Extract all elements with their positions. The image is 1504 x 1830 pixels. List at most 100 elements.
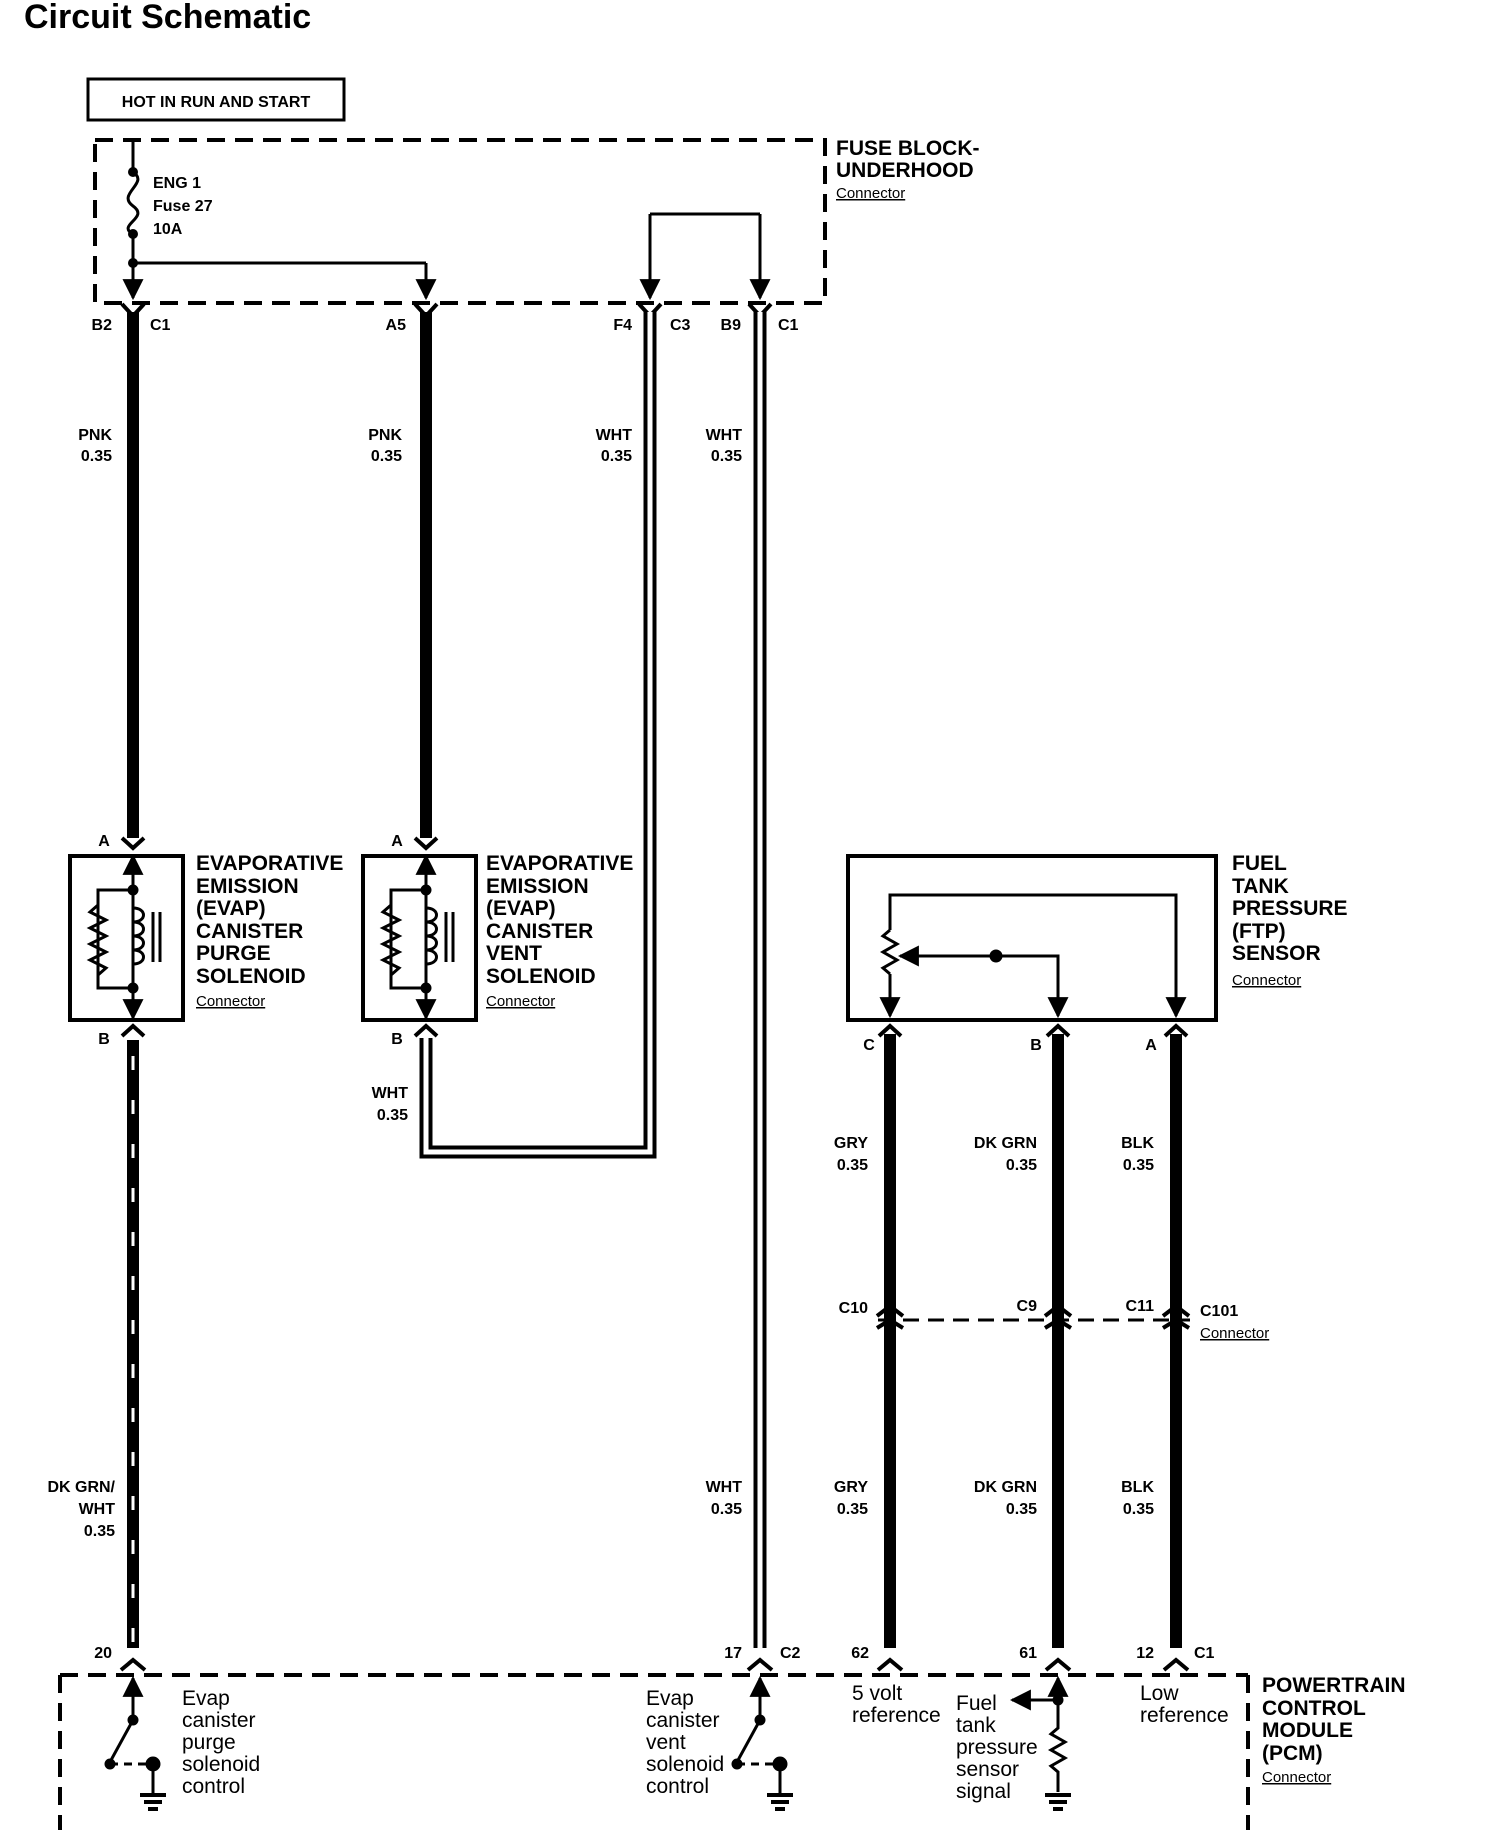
wire-wht-vent-return xyxy=(419,312,657,1159)
fuse-name: ENG 1 xyxy=(153,175,201,192)
pin-label: B2 xyxy=(92,317,113,334)
wire-gauge-label: 0.35 xyxy=(711,1501,742,1518)
vent-control-switch xyxy=(731,1675,793,1811)
c101-pin: C9 xyxy=(1017,1298,1038,1315)
ftp-signal-label: pressure xyxy=(956,1736,1038,1759)
vent-connector-bottom xyxy=(413,1023,439,1038)
pcm-pin: 62 xyxy=(851,1645,869,1662)
connector-label: C1 xyxy=(150,317,171,334)
vent-label-line: EVAPORATIVE xyxy=(486,852,633,875)
wire-gauge-label: 0.35 xyxy=(377,1107,408,1124)
ftp-signal-circuit xyxy=(1009,1675,1071,1811)
ftp-label-line: SENSOR xyxy=(1232,942,1321,965)
purge-solenoid-symbol xyxy=(86,853,162,1021)
pcm-connector-symbols xyxy=(119,1657,1190,1672)
purge-label-line: CANISTER xyxy=(196,920,303,943)
wire-color-label: DK GRN xyxy=(974,1479,1037,1496)
purge-ctrl-label: solenoid xyxy=(182,1753,260,1776)
ftp-signal-label: signal xyxy=(956,1780,1011,1803)
fuse-block-title-2: UNDERHOOD xyxy=(836,159,974,182)
ftp-label-line: PRESSURE xyxy=(1232,897,1348,920)
wire-gauge-label: 0.35 xyxy=(81,448,112,465)
fuse-block-title-1: FUSE BLOCK- xyxy=(836,137,980,160)
vent-ctrl-label: canister xyxy=(646,1709,720,1732)
pcm-label-line: CONTROL xyxy=(1262,1697,1366,1720)
vent-ctrl-label: Evap xyxy=(646,1687,694,1710)
c101-pin: C10 xyxy=(839,1300,868,1317)
ftp-label-line: FUEL xyxy=(1232,852,1287,875)
power-source-box xyxy=(86,77,346,122)
ftp-connector-symbols xyxy=(877,1023,1189,1038)
ftp-signal-label: tank xyxy=(956,1714,996,1737)
purge-label-line: EMISSION xyxy=(196,875,299,898)
ftp-signal-label: Fuel xyxy=(956,1692,997,1715)
pcm-pin: 12 xyxy=(1136,1645,1154,1662)
wire-gauge-label: 0.35 xyxy=(1123,1501,1154,1518)
wire-color-label: PNK xyxy=(78,427,112,444)
wire-gauge-label: 0.35 xyxy=(837,1501,868,1518)
pcm-connector: C2 xyxy=(780,1645,801,1662)
pcm-label-line: POWERTRAIN xyxy=(1262,1674,1406,1697)
ftp-sensor-box xyxy=(846,854,1218,1022)
ftp-sensor-symbol xyxy=(879,893,1187,1019)
vent-solenoid-box xyxy=(361,854,478,1022)
wire-color-label: DK GRN/ xyxy=(47,1479,115,1496)
vent-connector-top xyxy=(413,836,439,851)
wire-gauge-label: 0.35 xyxy=(371,448,402,465)
wire-color-label: WHT xyxy=(596,427,633,444)
connector-label: C1 xyxy=(778,317,799,334)
wire-color-label: GRY xyxy=(834,1135,868,1152)
vent-label-line: SOLENOID xyxy=(486,965,596,988)
page-title: Circuit Schematic xyxy=(24,0,312,36)
ref5v-label: 5 volt xyxy=(852,1682,902,1705)
purge-solenoid-box xyxy=(68,854,185,1022)
purge-label-line: (EVAP) xyxy=(196,897,266,920)
pin-label: F4 xyxy=(613,317,632,334)
vent-pin-a: A xyxy=(391,833,403,850)
wire-color-label: WHT xyxy=(706,427,743,444)
wire-gauge-label: 0.35 xyxy=(1123,1157,1154,1174)
wire-color-label: GRY xyxy=(834,1479,868,1496)
purge-label-line: SOLENOID xyxy=(196,965,306,988)
vent-label-line: EMISSION xyxy=(486,875,589,898)
fuse-block-sub: Connector xyxy=(836,185,905,202)
pcm-label-line: MODULE xyxy=(1262,1719,1353,1742)
vent-ctrl-label: solenoid xyxy=(646,1753,724,1776)
wire-gauge-label: 0.35 xyxy=(601,448,632,465)
wire-color-label: WHT xyxy=(79,1501,116,1518)
fuse-connector-symbols xyxy=(120,302,773,319)
fuse-rating: 10A xyxy=(153,221,183,238)
pcm-connector-label: Connector xyxy=(1262,1769,1331,1786)
c101-name: C101 xyxy=(1200,1303,1238,1320)
purge-pin-a: A xyxy=(98,833,110,850)
purge-ctrl-label: Evap xyxy=(182,1687,230,1710)
purge-label-line: PURGE xyxy=(196,942,271,965)
pin-label: A5 xyxy=(386,317,407,334)
vent-connector-label: Connector xyxy=(486,993,555,1010)
ref5v-label: reference xyxy=(852,1704,941,1727)
low-ref-label: reference xyxy=(1140,1704,1229,1727)
vent-ctrl-label: control xyxy=(646,1775,709,1798)
ftp-pin-b: B xyxy=(1030,1037,1042,1054)
pcm-connector: C1 xyxy=(1194,1645,1215,1662)
pcm-pin: 61 xyxy=(1019,1645,1037,1662)
vent-pin-b: B xyxy=(391,1031,403,1048)
ftp-pin-a: A xyxy=(1145,1037,1157,1054)
vent-solenoid-symbol xyxy=(379,853,455,1021)
purge-control-switch xyxy=(104,1675,166,1811)
wire-color-label: PNK xyxy=(368,427,402,444)
vent-label-line: CANISTER xyxy=(486,920,593,943)
ftp-label-line: TANK xyxy=(1232,875,1289,898)
connector-label: C3 xyxy=(670,317,691,334)
purge-ctrl-label: purge xyxy=(182,1731,236,1754)
purge-connector-top xyxy=(120,836,146,851)
wire-color-label: WHT xyxy=(706,1479,743,1496)
pcm-pin: 20 xyxy=(94,1645,112,1662)
wire-color-label: WHT xyxy=(372,1085,409,1102)
fuse-number: Fuse 27 xyxy=(153,198,213,215)
wire-color-label: BLK xyxy=(1121,1135,1154,1152)
pcm-outline xyxy=(58,1673,1250,1830)
fuse-symbol xyxy=(122,140,144,301)
purge-connector-label: Connector xyxy=(196,993,265,1010)
